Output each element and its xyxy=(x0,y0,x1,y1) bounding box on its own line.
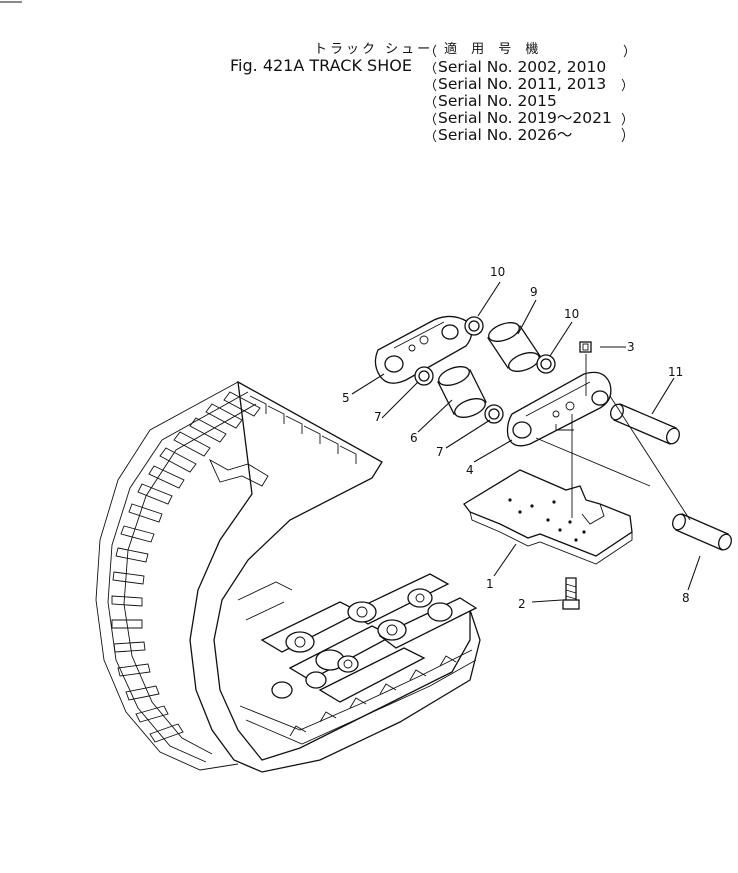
part-3-nut xyxy=(579,341,592,353)
callout-3: 3 xyxy=(627,340,635,354)
callout-9: 9 xyxy=(530,285,538,299)
assembly-lines xyxy=(535,354,691,521)
serial-line-2: Serial No. 2011, 2013 xyxy=(438,75,607,93)
callout-8: 8 xyxy=(682,591,690,605)
callout-2: 2 xyxy=(518,597,526,611)
title-japanese: トラック シュー xyxy=(314,42,434,57)
part-6-bushing xyxy=(437,366,487,418)
callout-10-upper: 10 xyxy=(490,265,505,279)
part-7-seal-left xyxy=(414,366,434,386)
callout-7-left: 7 xyxy=(374,410,382,424)
serial-line-5: Serial No. 2026～ xyxy=(438,126,573,144)
callout-10-lower: 10 xyxy=(564,307,579,321)
part-1-shoe-plate xyxy=(463,469,633,565)
serial-line-3: Serial No. 2015 xyxy=(438,92,557,110)
callout-4: 4 xyxy=(466,463,474,477)
serial-line-1: Serial No. 2002, 2010 xyxy=(438,58,607,76)
part-11-pin xyxy=(610,403,680,445)
callout-6: 6 xyxy=(410,431,418,445)
applicability-heading: 適 用 号 機 xyxy=(444,42,544,57)
part-2-bolt xyxy=(562,577,580,610)
callout-5: 5 xyxy=(342,391,350,405)
callout-11: 11 xyxy=(668,365,683,379)
part-7-seal-right xyxy=(484,404,504,424)
part-8-master-pin xyxy=(672,513,732,551)
part-4-link-right xyxy=(506,371,612,447)
callout-1: 1 xyxy=(486,577,494,591)
part-9-bushing xyxy=(487,322,541,372)
track-assembly xyxy=(95,380,481,773)
leader-lines xyxy=(351,281,701,603)
figure-title: Fig. 421A TRACK SHOE xyxy=(230,56,412,75)
part-10-seal-upper xyxy=(464,316,484,336)
part-5-link-left xyxy=(374,315,473,384)
serial-line-4: Serial No. 2019～2021 xyxy=(438,109,612,127)
part-10-seal-lower xyxy=(536,354,556,374)
callout-7-right: 7 xyxy=(436,445,444,459)
